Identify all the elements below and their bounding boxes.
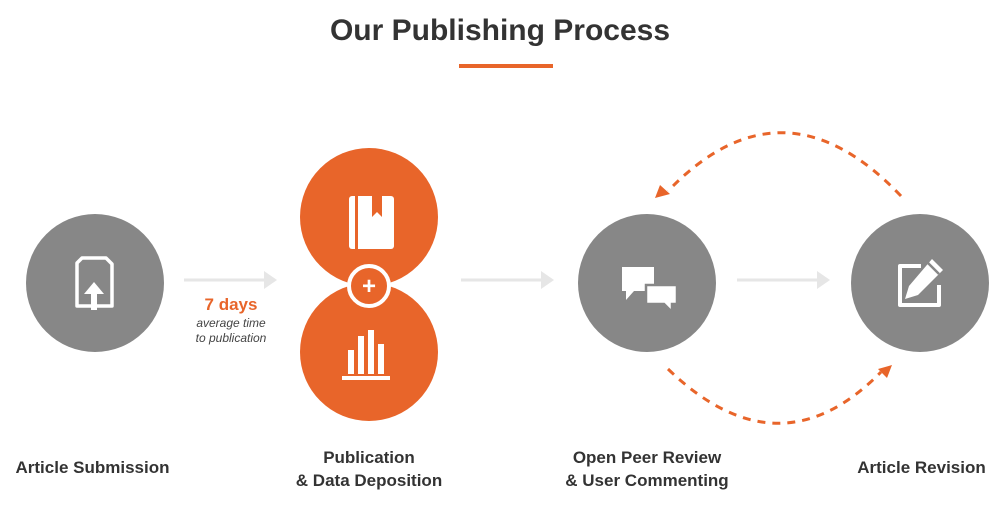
step-article-submission (26, 214, 164, 352)
label-article-submission: Article Submission (0, 456, 185, 479)
label-line: Publication (323, 448, 415, 467)
turnaround-line2: to publication (195, 331, 267, 345)
upload-document-icon (75, 256, 114, 310)
page-title: Our Publishing Process (329, 14, 671, 47)
label-line: Article Submission (15, 458, 170, 477)
arrow-publication-to-review (461, 271, 554, 289)
chat-bubbles-icon (622, 267, 679, 316)
plus-badge: + (347, 264, 391, 308)
turnaround-note: 7 days average time to publication (172, 294, 290, 346)
revision-loop-arrow-bottom (666, 365, 892, 425)
label-line: & Data Deposition (295, 471, 443, 490)
arrow-review-to-revision (737, 271, 830, 289)
arrow-submission-to-publication (184, 271, 277, 289)
step-article-revision (851, 214, 989, 352)
revision-loop-arrow-top (655, 131, 903, 198)
label-open-peer-review: Open Peer Review & User Commenting (538, 446, 756, 492)
turnaround-value: 7 days (204, 295, 258, 314)
turnaround-line1: average time (196, 316, 266, 330)
label-article-revision: Article Revision (845, 456, 998, 479)
book-icon (349, 196, 394, 249)
label-line: & User Commenting (565, 471, 729, 490)
step-open-peer-review (578, 214, 716, 352)
label-line: Open Peer Review (572, 448, 722, 467)
plus-symbol: + (362, 273, 376, 300)
title-underline (459, 64, 553, 68)
label-line: Article Revision (857, 458, 986, 477)
edit-icon (898, 259, 943, 307)
label-publication-data-deposition: Publication & Data Deposition (262, 446, 476, 492)
bar-chart-icon (342, 330, 390, 380)
step-publication-data-deposition: + (300, 148, 438, 421)
